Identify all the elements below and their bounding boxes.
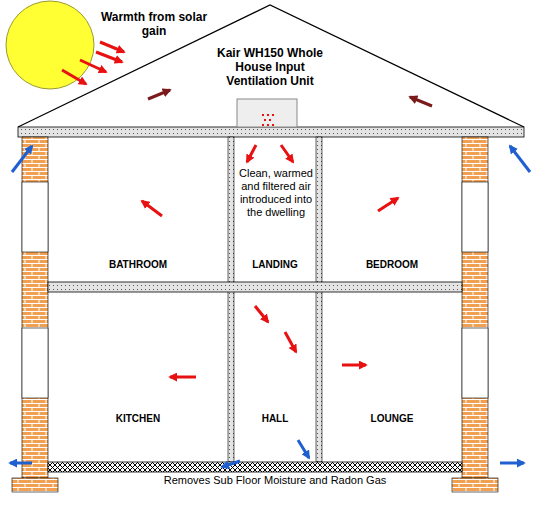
sun: [6, 1, 94, 89]
ground-floor: [48, 462, 462, 472]
partition: [316, 137, 322, 462]
footing: [12, 478, 58, 492]
window: [462, 182, 488, 252]
footing: [452, 478, 498, 492]
unit-outlet: [262, 114, 274, 126]
room-area: LOUNGE: [322, 292, 462, 462]
partition: [228, 137, 234, 462]
supply-air-arrow: [142, 145, 398, 377]
ceiling-band: [18, 127, 524, 137]
room-area: KITCHEN: [48, 292, 228, 462]
room-label: BEDROOM: [366, 259, 418, 270]
room-area: HALL: [234, 292, 316, 462]
room-label: BATHROOM: [109, 259, 167, 270]
room-label: LOUNGE: [371, 413, 414, 424]
window: [462, 328, 488, 398]
ventilation-unit: [237, 99, 297, 127]
warm-air-arrow: [62, 42, 124, 84]
subfloor-note: Removes Sub Floor Moisture and Radon Gas: [110, 474, 440, 487]
air-note: Clean, warmed and filtered air introduce…: [237, 167, 315, 219]
brick-wall: [462, 137, 488, 478]
solar-note: Warmth from solar gain: [98, 10, 210, 38]
roof: [18, 5, 524, 127]
room-area: BATHROOM: [48, 137, 228, 282]
room-label: HALL: [262, 413, 289, 424]
unit-title: Kair WH150 Whole House Input Ventilation…: [206, 46, 334, 88]
roof-air-arrow: [148, 90, 432, 106]
room-label: KITCHEN: [116, 413, 160, 424]
room-label: LANDING: [252, 259, 298, 270]
window: [22, 328, 48, 398]
first-floor: [48, 282, 462, 292]
room-area: BEDROOM: [322, 137, 462, 282]
outside-air-arrow: [10, 146, 530, 467]
window: [22, 182, 48, 252]
brick-wall: [22, 137, 48, 478]
